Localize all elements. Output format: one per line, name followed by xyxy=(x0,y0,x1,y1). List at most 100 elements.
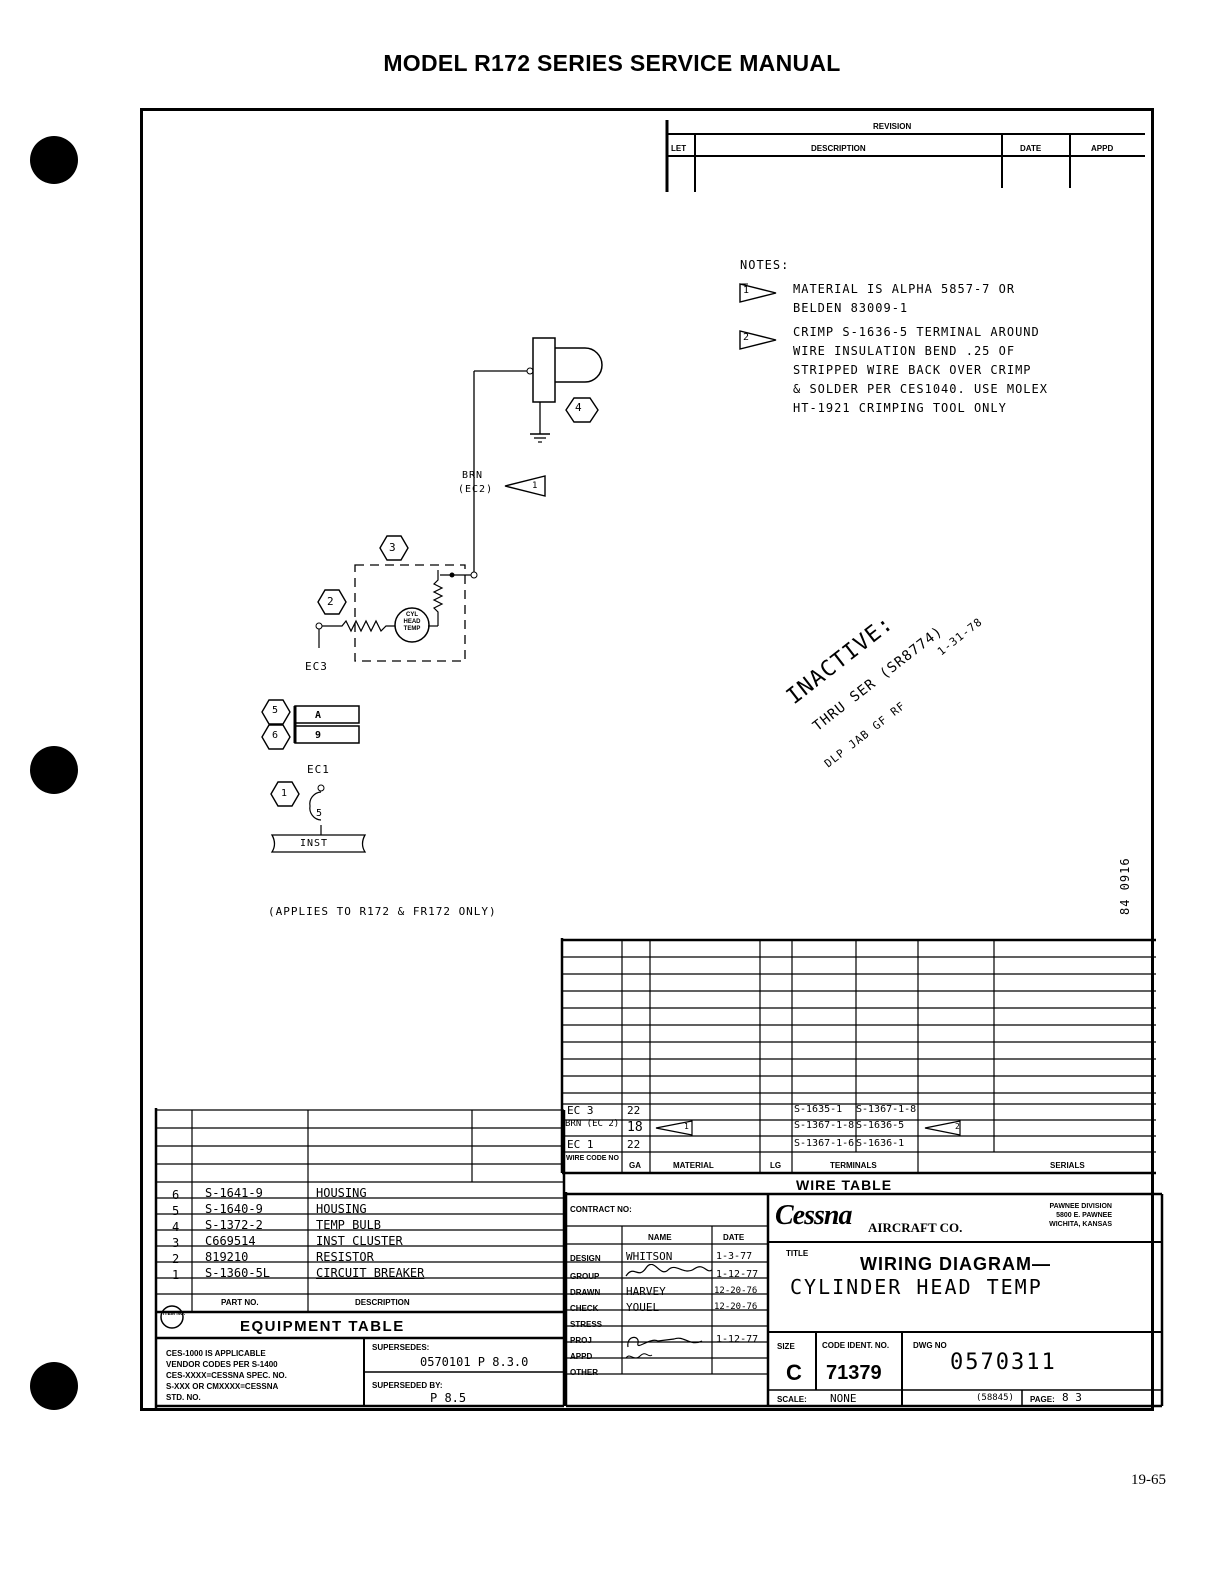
equipment-header-part-no: PART NO. xyxy=(221,1298,259,1307)
equipment-item-no: 4 xyxy=(172,1220,180,1234)
connector-housing-5 xyxy=(294,705,360,724)
wire-row-terminal-2: S-1636-1 xyxy=(856,1138,905,1149)
equipment-description: INST CLUSTER xyxy=(316,1234,403,1248)
equipment-description: HOUSING xyxy=(316,1202,367,1216)
code-ident-label: CODE IDENT. NO. xyxy=(822,1341,890,1350)
note-2-line: WIRE INSULATION BEND .25 OF xyxy=(793,344,1016,358)
wire-row-ga: 18 xyxy=(627,1120,643,1135)
variable-resistor xyxy=(432,570,444,626)
gauge-label: CYL HEAD TEMP xyxy=(397,612,427,633)
note-1: MATERIAL IS ALPHA 5857-7 OR BELDEN 83009… xyxy=(793,280,1015,318)
note-flag-2 xyxy=(739,330,777,350)
equipment-description: TEMP BULB xyxy=(316,1218,382,1232)
item-5-label: 5 xyxy=(272,705,280,716)
note-flag-1 xyxy=(739,283,777,303)
scale-label: SCALE: xyxy=(777,1395,807,1404)
revision-col-date: DATE xyxy=(1020,144,1042,153)
ces-note-line: VENDOR CODES PER S-1400 xyxy=(166,1360,278,1369)
page-number: 19-65 xyxy=(1131,1472,1166,1488)
name-drawn: HARVEY xyxy=(626,1285,666,1298)
connector-housing-6 xyxy=(294,725,360,744)
wire-row-terminal-1: S-1367-1-8 xyxy=(794,1120,855,1131)
circuit-breaker xyxy=(309,791,322,821)
drawing-title-1: WIRING DIAGRAM— xyxy=(860,1254,1051,1274)
note-2-line: & SOLDER PER CES1040. USE MOLEX xyxy=(793,382,1048,396)
binder-hole xyxy=(30,746,78,794)
revision-col-let: LET xyxy=(671,144,687,153)
company-logo: Cessna xyxy=(775,1200,852,1231)
date-group: 1-12-77 xyxy=(716,1269,759,1280)
company-suffix: AIRCRAFT CO. xyxy=(868,1220,963,1235)
inst-label: INST xyxy=(300,838,329,849)
date-design: 1-3-77 xyxy=(716,1251,753,1262)
dwg-no-value: 0570311 xyxy=(950,1350,1057,1375)
notes-heading: NOTES: xyxy=(740,258,790,272)
item-4-hex xyxy=(565,397,599,423)
side-reference-code: 84 0916 xyxy=(1118,857,1132,915)
note-1-line: MATERIAL IS ALPHA 5857-7 OR xyxy=(793,282,1016,296)
superseded-by-value: P 8.5 xyxy=(430,1391,467,1405)
equipment-header-item-no: ITEM NO. xyxy=(163,1311,186,1317)
revision-col-appd: APPD xyxy=(1091,144,1114,153)
wire-row-terminal-2: S-1367-1-8 xyxy=(856,1104,917,1115)
name-check: YOUEL xyxy=(626,1301,660,1314)
note-flag-1-label: 1 xyxy=(743,285,751,296)
wire-header-lg: LG xyxy=(770,1161,782,1170)
wire-header-terminals: TERMINALS xyxy=(830,1161,877,1170)
date-header: DATE xyxy=(723,1233,745,1242)
note-2-line: STRIPPED WIRE BACK OVER CRIMP xyxy=(793,363,1032,377)
appd-initials xyxy=(625,1353,653,1359)
role-proj: PROJ xyxy=(570,1336,592,1345)
size-label: SIZE xyxy=(777,1342,795,1351)
role-group: GROUP xyxy=(570,1272,600,1281)
role-drawn: DRAWN xyxy=(570,1288,601,1297)
role-stress: STRESS xyxy=(570,1320,603,1329)
inst-bus xyxy=(270,834,367,853)
group-signature xyxy=(625,1264,713,1277)
equipment-description: RESISTOR xyxy=(316,1250,374,1264)
equipment-item-no: 6 xyxy=(172,1188,180,1202)
page-title: MODEL R172 SERIES SERVICE MANUAL xyxy=(383,50,841,76)
wiring-schematic xyxy=(261,337,603,853)
ces-note-line: CES-XXXX=CESSNA SPEC. NO. xyxy=(166,1371,287,1380)
sheet-reference: (58845) xyxy=(976,1393,1014,1403)
role-check: CHECK xyxy=(570,1304,599,1313)
equipment-item-no: 5 xyxy=(172,1204,180,1218)
drawing-sheet xyxy=(140,108,1154,1411)
connector-ec3: EC3 xyxy=(305,660,328,673)
revision-block xyxy=(665,120,1145,192)
item-3-label: 3 xyxy=(389,541,397,554)
equipment-header-description: DESCRIPTION xyxy=(355,1298,410,1307)
wire-label-brn: BRN xyxy=(462,470,484,481)
dwg-no-label: DWG NO xyxy=(913,1341,947,1350)
pin-5: 5 xyxy=(316,808,324,819)
gauge-label-line: TEMP xyxy=(403,626,421,632)
superseded-by-label: SUPERSEDED BY: xyxy=(372,1381,443,1390)
date-check: 12-20-76 xyxy=(714,1302,758,1312)
revision-heading: REVISION xyxy=(873,122,912,131)
page-label: PAGE: xyxy=(1030,1395,1055,1404)
note-2-line: CRIMP S-1636-5 TERMINAL AROUND xyxy=(793,325,1040,339)
name-design: WHITSON xyxy=(626,1250,673,1263)
equipment-part-no: C669514 xyxy=(205,1234,256,1248)
code-ident-value: 71379 xyxy=(826,1362,882,1384)
drawing-title-2: CYLINDER HEAD TEMP xyxy=(790,1275,1043,1299)
pin-a: A xyxy=(315,710,323,721)
item-4-label: 4 xyxy=(575,401,583,414)
date-drawn: 12-20-76 xyxy=(714,1286,758,1296)
pin-9: 9 xyxy=(315,730,323,741)
item-1-label: 1 xyxy=(281,788,289,799)
note-1-line: BELDEN 83009-1 xyxy=(793,301,909,315)
wire-code-ec2: (EC2) xyxy=(458,484,494,495)
date-proj: 1-12-77 xyxy=(716,1334,759,1345)
binder-hole xyxy=(30,1362,78,1410)
supersedes-value: 0570101 P 8.3.0 xyxy=(420,1355,529,1369)
equipment-part-no: S-1640-9 xyxy=(205,1202,263,1216)
wire-row-code: EC 3 xyxy=(567,1104,594,1117)
item-6-hex xyxy=(261,724,291,750)
title-label: TITLE xyxy=(786,1249,809,1258)
gauge-label-line: HEAD xyxy=(403,619,421,625)
wire-table-grid xyxy=(560,938,1156,1175)
wire-row-terminal-2: S-1636-5 xyxy=(856,1120,905,1131)
revision-col-description: DESCRIPTION xyxy=(811,144,866,153)
